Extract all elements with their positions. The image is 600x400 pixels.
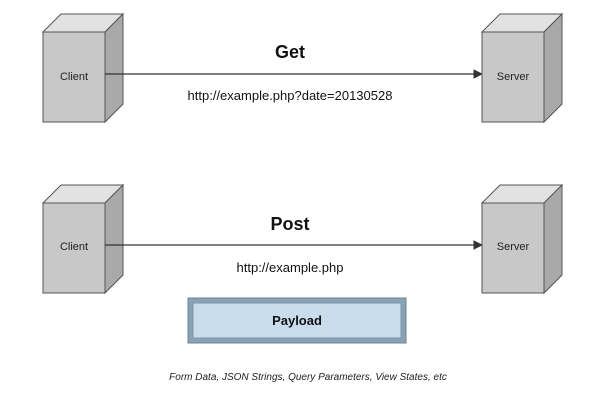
post-server-label: Server <box>497 241 530 253</box>
post-server-box: Server <box>480 183 564 295</box>
post-client-label: Client <box>60 241 88 253</box>
post-method-label: Post <box>270 214 309 234</box>
get-server-box: Server <box>480 12 564 124</box>
payload-box: Payload <box>187 297 407 344</box>
get-method-label: Get <box>275 42 305 62</box>
post-flow: Client Post http://example.php Server Pa… <box>41 183 564 344</box>
get-flow: Client Get http://example.php?date=20130… <box>41 12 564 124</box>
get-server-label: Server <box>497 71 530 83</box>
payload-caption: Form Data, JSON Strings, Query Parameter… <box>169 372 447 383</box>
post-client-box: Client <box>41 183 125 295</box>
get-client-box: Client <box>41 12 125 124</box>
get-client-label: Client <box>60 71 88 83</box>
post-url-label: http://example.php <box>237 260 344 275</box>
payload-label: Payload <box>272 313 322 328</box>
get-url-label: http://example.php?date=20130528 <box>188 88 393 103</box>
